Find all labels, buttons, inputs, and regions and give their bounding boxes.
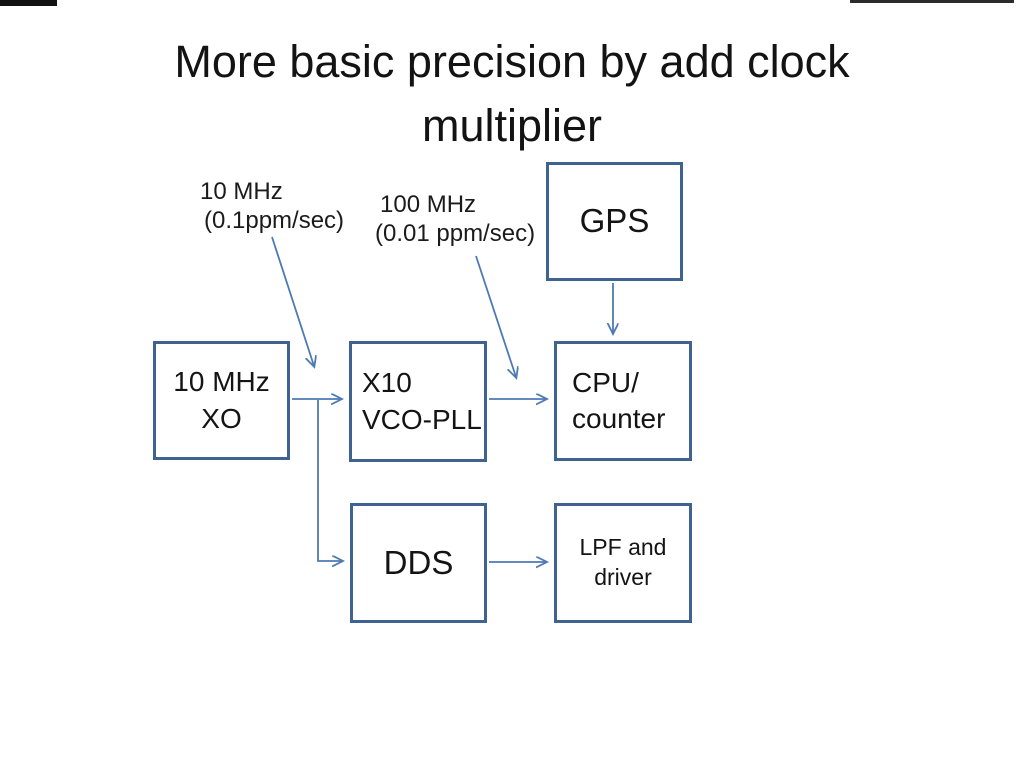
block-vco-pll-label-line1: X10 bbox=[362, 367, 412, 399]
slide-title-line1: More basic precision by add clock bbox=[174, 36, 850, 87]
annotation-xo-signal-stability: (0.1ppm/sec) bbox=[204, 207, 345, 235]
block-cpu-counter: CPU/ counter bbox=[554, 341, 692, 461]
block-dds: DDS bbox=[350, 503, 487, 623]
block-vco-pll-label-line2: VCO-PLL bbox=[362, 403, 482, 435]
block-lpf-driver: LPF and driver bbox=[554, 503, 692, 623]
block-cpu-counter-label-line2: counter bbox=[572, 403, 666, 434]
top-right-edge-artifact bbox=[850, 0, 1014, 3]
slide-title: More basic precision by add clock multip… bbox=[0, 30, 1024, 158]
block-dds-label: DDS bbox=[383, 543, 454, 581]
connector-xo-to-dds bbox=[317, 400, 342, 561]
slide-title-line2: multiplier bbox=[421, 99, 603, 151]
block-xo-label-line1: 10 MHz bbox=[173, 366, 270, 398]
annotation-pll-signal-freq: 100 MHz bbox=[380, 191, 477, 218]
annotation-pll-signal: 100 MHz (0.01 ppm/sec) bbox=[375, 190, 535, 249]
block-gps-label: GPS bbox=[579, 202, 650, 240]
annotation-xo-signal: 10 MHz (0.1ppm/sec) bbox=[200, 177, 344, 236]
block-vco-pll: X10 VCO-PLL bbox=[349, 341, 487, 462]
annotation-xo-signal-freq: 10 MHz bbox=[200, 178, 283, 205]
block-xo-label-line2: XO bbox=[201, 402, 242, 434]
block-xo: 10 MHz XO bbox=[153, 341, 290, 460]
block-cpu-counter-label-line1: CPU/ bbox=[572, 366, 639, 398]
block-gps: GPS bbox=[546, 162, 683, 281]
block-lpf-driver-label-line1: LPF and bbox=[579, 534, 667, 561]
block-lpf-driver-label-line2: driver bbox=[594, 564, 652, 590]
top-left-edge-artifact bbox=[0, 0, 57, 6]
annotation-pll-signal-stability: (0.01 ppm/sec) bbox=[375, 220, 536, 248]
